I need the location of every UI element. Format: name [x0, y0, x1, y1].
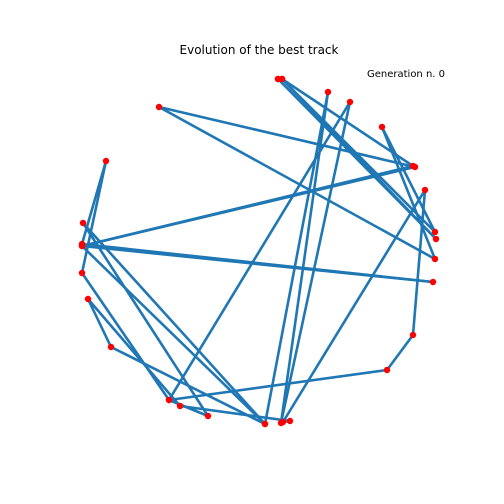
track-segment	[80, 271, 171, 402]
chart-title: Evolution of the best track	[180, 43, 339, 57]
track-point	[107, 343, 115, 351]
track-point	[324, 88, 332, 96]
track-segment	[157, 105, 437, 261]
track-segment	[157, 105, 417, 169]
track-points	[78, 75, 440, 428]
track-segment	[279, 90, 330, 425]
track-point	[78, 242, 86, 250]
track-point	[84, 295, 92, 303]
track-point	[429, 278, 437, 286]
track-point	[411, 163, 419, 171]
track-segment	[80, 165, 417, 248]
track-segment	[80, 242, 435, 284]
track-point	[165, 396, 173, 404]
track-point	[431, 255, 439, 263]
track-segment	[178, 404, 292, 423]
track-segment	[86, 297, 182, 408]
track-point	[409, 331, 417, 339]
track-point	[346, 98, 354, 106]
track-segment	[281, 188, 427, 424]
track-point	[279, 418, 287, 426]
track-segment	[109, 345, 267, 426]
track-point	[431, 228, 439, 236]
track-point	[155, 103, 163, 111]
track-segment	[276, 77, 438, 241]
track-point	[421, 186, 429, 194]
track-lines	[80, 77, 438, 426]
track-point	[102, 157, 110, 165]
track-segment	[385, 333, 415, 372]
track-segment	[263, 90, 330, 426]
track-segment	[279, 100, 352, 425]
track-segment	[380, 125, 437, 261]
track-point	[176, 402, 184, 410]
track-point	[78, 269, 86, 277]
track-point	[432, 235, 440, 243]
track-segment	[167, 100, 352, 402]
track-segment	[80, 244, 267, 426]
track-segment	[80, 159, 108, 275]
track-segment	[380, 125, 437, 234]
generation-label: Generation n. 0	[367, 69, 445, 80]
track-point	[274, 75, 282, 83]
track-point	[383, 366, 391, 374]
track-point	[286, 417, 294, 425]
track-point	[261, 420, 269, 428]
track-point	[204, 412, 212, 420]
track-segment	[411, 188, 427, 337]
track-point	[79, 219, 87, 227]
track-point	[378, 123, 386, 131]
track-segment	[86, 297, 113, 349]
